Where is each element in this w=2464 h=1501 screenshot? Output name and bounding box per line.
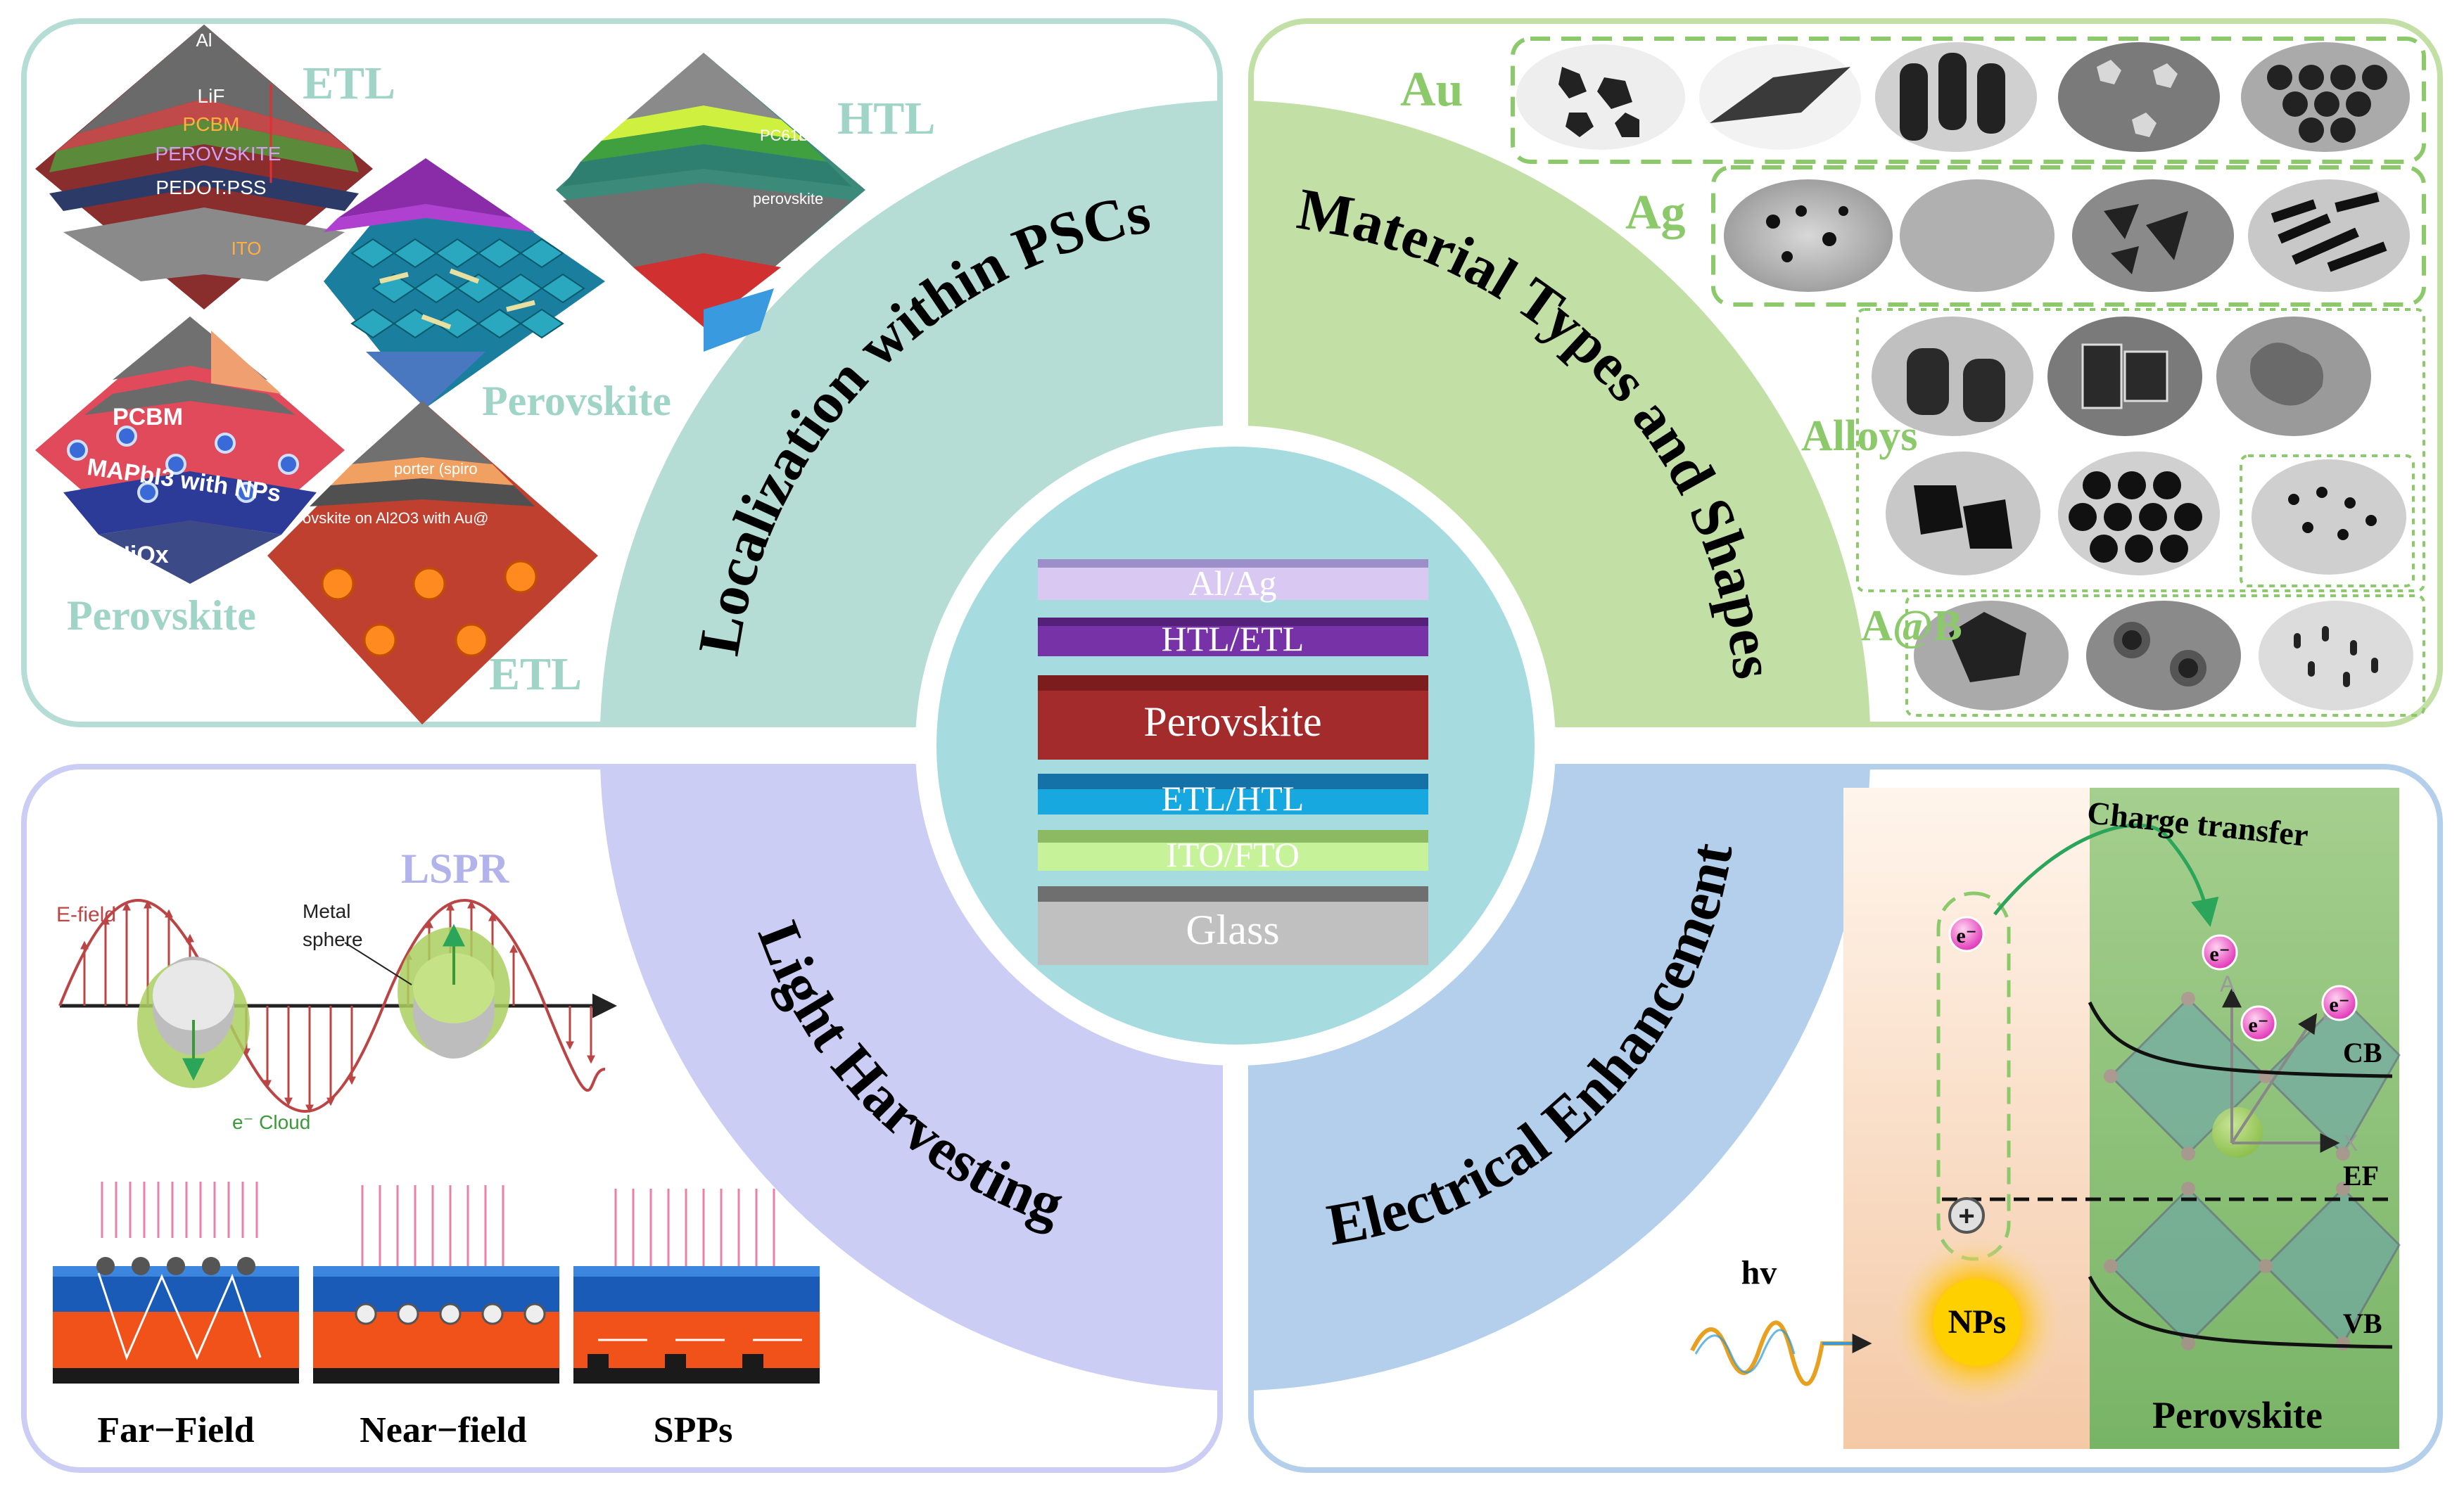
label-e-field: E-field: [56, 903, 116, 926]
svg-text:porter (spiro: porter (spiro: [394, 460, 478, 478]
mechanism-far-field: [53, 1182, 299, 1384]
label-perovskite-left: Perovskite: [67, 592, 256, 639]
stack-diamond-5: porter (spiro ovskite on Al2O3 with Au@: [267, 401, 598, 724]
tem-alloys: [1872, 317, 2406, 575]
core-shell-group-box: [1905, 594, 2425, 717]
svg-text:ITO: ITO: [231, 238, 262, 259]
label-core-shell: A@B: [1861, 602, 1962, 650]
svg-text:PEDOT:PSS: PEDOT:PSS: [155, 177, 266, 198]
mechanism-spps: [573, 1189, 820, 1384]
layer-ito-fto: ITO/FTO: [1166, 835, 1300, 874]
cb-band: [2088, 1001, 2393, 1078]
label-near-field: Near−field: [360, 1410, 527, 1450]
label-htl: HTL: [837, 93, 935, 144]
svg-text:e⁻: e⁻: [2248, 1014, 2268, 1037]
label-spps: SPPs: [654, 1410, 733, 1450]
nps-core: [1933, 1279, 2021, 1366]
layer-etl-htl: ETL/HTL: [1162, 779, 1304, 818]
svg-text:NiOx: NiOx: [113, 542, 168, 568]
label-metal-sphere-2: sphere: [303, 928, 363, 950]
label-cb: CB: [2343, 1037, 2382, 1068]
svg-text:LiF: LiF: [198, 85, 225, 107]
label-perovskite-mid: Perovskite: [482, 378, 671, 424]
transferred-electrons: e⁻ e⁻ e⁻: [2202, 934, 2358, 1042]
hole-sign: +: [1958, 1201, 1974, 1232]
stack-diamond-1: Al LiF PCBM PEROVSKITE PEDOT:PSS ITO: [35, 25, 373, 309]
svg-text:PCBM: PCBM: [183, 113, 240, 135]
charge-transfer-arrow: [1993, 823, 2219, 927]
label-ef: EF: [2343, 1160, 2379, 1192]
svg-text:ovskite on Al2O3 with Au@: ovskite on Al2O3 with Au@: [303, 509, 488, 527]
vb-band: [2088, 1275, 2393, 1349]
svg-text:PCBM: PCBM: [113, 404, 183, 430]
device-stack: Al/Ag HTL/ETL Perovskite ETL/HTL ITO/FTO…: [1038, 559, 1428, 965]
label-alloys: Alloys: [1801, 412, 1917, 460]
ag-group-box: [1711, 165, 2426, 307]
tem-ag: [1724, 179, 2410, 292]
label-etl-top: ETL: [303, 58, 395, 109]
stack-diamond-4: PCBM MAPbI3 with NPs NiOx: [35, 317, 345, 584]
svg-text:e⁻: e⁻: [2329, 993, 2349, 1016]
axis-x: X: [2343, 1130, 2358, 1156]
label-lspr: LSPR: [401, 845, 509, 892]
svg-text:e⁻: e⁻: [1956, 924, 1976, 947]
au-group-box: [1511, 37, 2426, 164]
crystal-axes: [2222, 988, 2340, 1153]
alloys-extra-box: [2240, 454, 2415, 587]
label-hv: hv: [1741, 1254, 1777, 1291]
label-nps: NPs: [1948, 1303, 2007, 1341]
axis-a: A: [2220, 971, 2235, 997]
layer-htl-etl: HTL/ETL: [1162, 619, 1304, 658]
stack-diamond-3: [324, 158, 605, 408]
label-perovskite-br: Perovskite: [2152, 1394, 2323, 1436]
hole-np: [1948, 1197, 1985, 1234]
stack-diamond-2: PC61BM perovskite: [556, 53, 865, 352]
label-e-cloud: e⁻ Cloud: [232, 1111, 310, 1133]
lspr-illustration: [58, 899, 617, 1113]
alloys-group-box: [1856, 308, 2425, 592]
svg-text:e⁻: e⁻: [2209, 943, 2230, 966]
label-ag: Ag: [1625, 186, 1686, 240]
photon-wave: [1690, 1320, 1872, 1386]
tem-core-shell: [1914, 601, 2413, 710]
label-far-field: Far−Field: [97, 1410, 254, 1450]
label-etl-bottom: ETL: [489, 649, 582, 700]
svg-text:perovskite: perovskite: [753, 190, 823, 207]
svg-text:PEROVSKITE: PEROVSKITE: [155, 143, 281, 165]
label-au: Au: [1400, 63, 1463, 117]
svg-text:Al: Al: [196, 30, 212, 51]
layer-perovskite: Perovskite: [1143, 698, 1321, 745]
tem-au: [1516, 42, 2410, 152]
svg-text:PC61BM: PC61BM: [760, 127, 822, 144]
electron-np: [1948, 916, 1985, 952]
label-metal-sphere-1: Metal: [303, 900, 350, 922]
label-vb: VB: [2343, 1308, 2382, 1339]
layer-glass: Glass: [1186, 907, 1279, 953]
layer-al-ag: Al/Ag: [1189, 563, 1277, 603]
mechanism-near-field: [313, 1185, 559, 1384]
